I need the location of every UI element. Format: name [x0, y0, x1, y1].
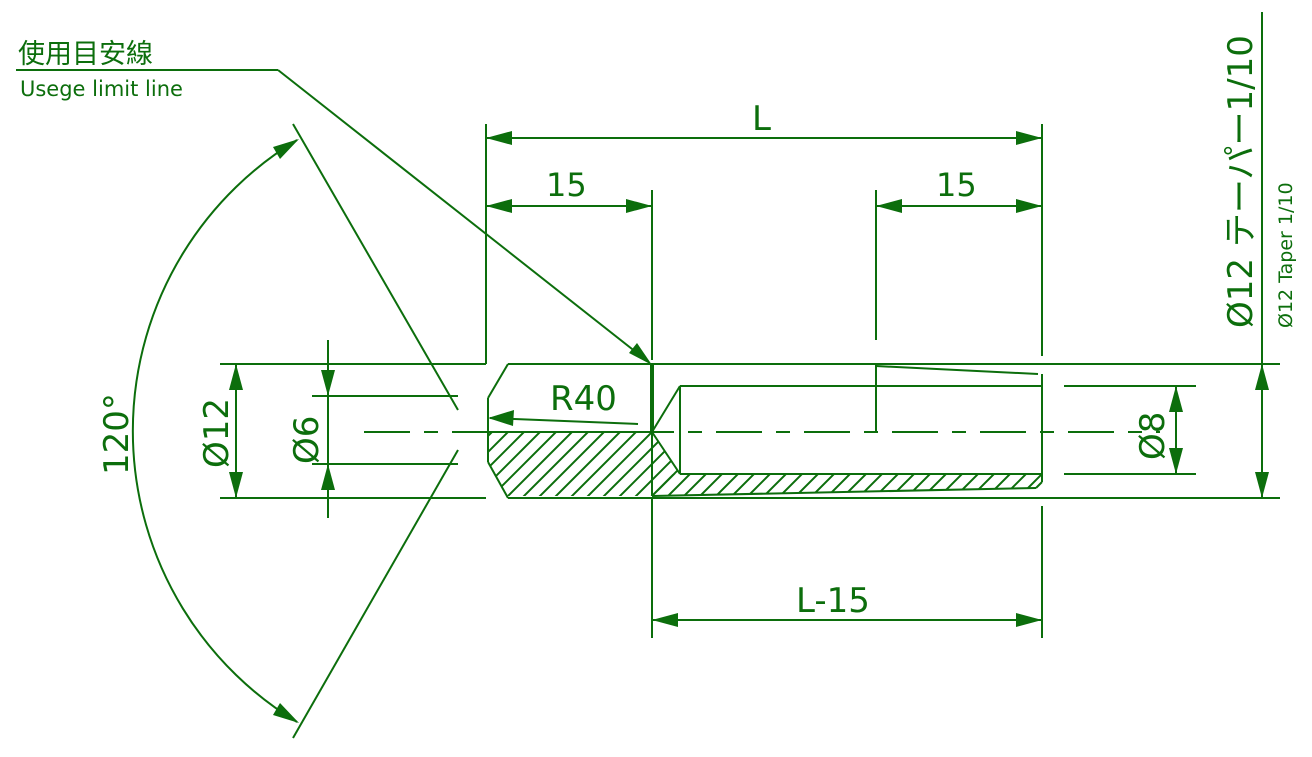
angle-arc [131, 139, 298, 723]
radius-arrow [488, 410, 514, 426]
chamfer-extension-lower [292, 449, 459, 739]
section-hatching [488, 431, 1042, 496]
taper-arrow-bottom [1255, 472, 1269, 498]
length-arrow-left [486, 131, 512, 145]
radius-dimension: R40 [488, 379, 639, 426]
usage-limit-jp-text: 使用目安線 [18, 39, 153, 70]
taper-dimension: Ø12 テーパー1/10 Ø12 Taper 1/10 [1221, 12, 1297, 498]
dia-8-label: Ø8 [1133, 412, 1173, 460]
angle-arrow-top [273, 139, 299, 159]
left-15-label: 15 [546, 166, 587, 204]
taper-arrow-top [1255, 364, 1269, 390]
dia-8-arrow-bottom [1169, 448, 1183, 474]
angle-label: 120° [97, 393, 137, 475]
taper-jp-label: Ø12 テーパー1/10 [1221, 35, 1261, 328]
dia-6-arrow-bottom [321, 464, 335, 490]
length-minus-15-arrow-left [652, 613, 678, 627]
length-label: L [752, 99, 771, 139]
usage-limit-leader [277, 69, 647, 361]
dia-6-dimension: Ø6 [287, 340, 335, 518]
dia-12-left-arrow-bottom [229, 472, 243, 498]
length-minus-15-arrow-right [1016, 613, 1042, 627]
right-15-arrow-right [1016, 199, 1042, 213]
usage-limit-callout: 使用目安線 Usege limit line [16, 39, 652, 365]
dia-6-arrow-top [321, 370, 335, 396]
length-minus-15-dimension: L-15 [651, 498, 1043, 638]
drill-cone-lower [651, 431, 681, 475]
left-15-arrow-left [486, 199, 512, 213]
hatch-left [488, 432, 680, 496]
radius-leader [489, 417, 639, 425]
dia-12-left-label: Ø12 [197, 398, 237, 468]
drill-cone-upper [651, 385, 681, 433]
chamfer-extension-upper [292, 123, 459, 411]
dia-12-left-arrow-top [229, 364, 243, 390]
dia-8-arrow-top [1169, 386, 1183, 412]
taper-en-label: Ø12 Taper 1/10 [1275, 182, 1297, 328]
left-15-dimension: 15 [486, 166, 653, 360]
radius-label: R40 [550, 379, 617, 419]
taper-bottom-edge [651, 487, 1037, 497]
dia-6-label: Ø6 [287, 416, 327, 464]
length-arrow-right [1016, 131, 1042, 145]
length-minus-15-label: L-15 [796, 581, 870, 621]
left-chamfer-top [487, 363, 509, 399]
right-15-label: 15 [936, 166, 977, 204]
usage-limit-en-text: Usege limit line [20, 77, 183, 101]
left-chamfer-bottom [487, 461, 509, 499]
usage-limit-leader-arrow [629, 343, 652, 365]
dia-12-left-dimension: Ø12 [197, 364, 243, 498]
hatch-right [652, 474, 1042, 496]
length-dimension: L [485, 99, 1043, 364]
angle-arrow-bottom [273, 703, 299, 723]
right-15-dimension: 15 [875, 166, 1042, 340]
taper-top-edge [875, 365, 1039, 375]
left-15-arrow-right [626, 199, 652, 213]
taper-bottom-chamfer [1035, 481, 1043, 489]
right-15-arrow-left [876, 199, 902, 213]
dia-8-dimension: Ø8 [1064, 385, 1196, 475]
